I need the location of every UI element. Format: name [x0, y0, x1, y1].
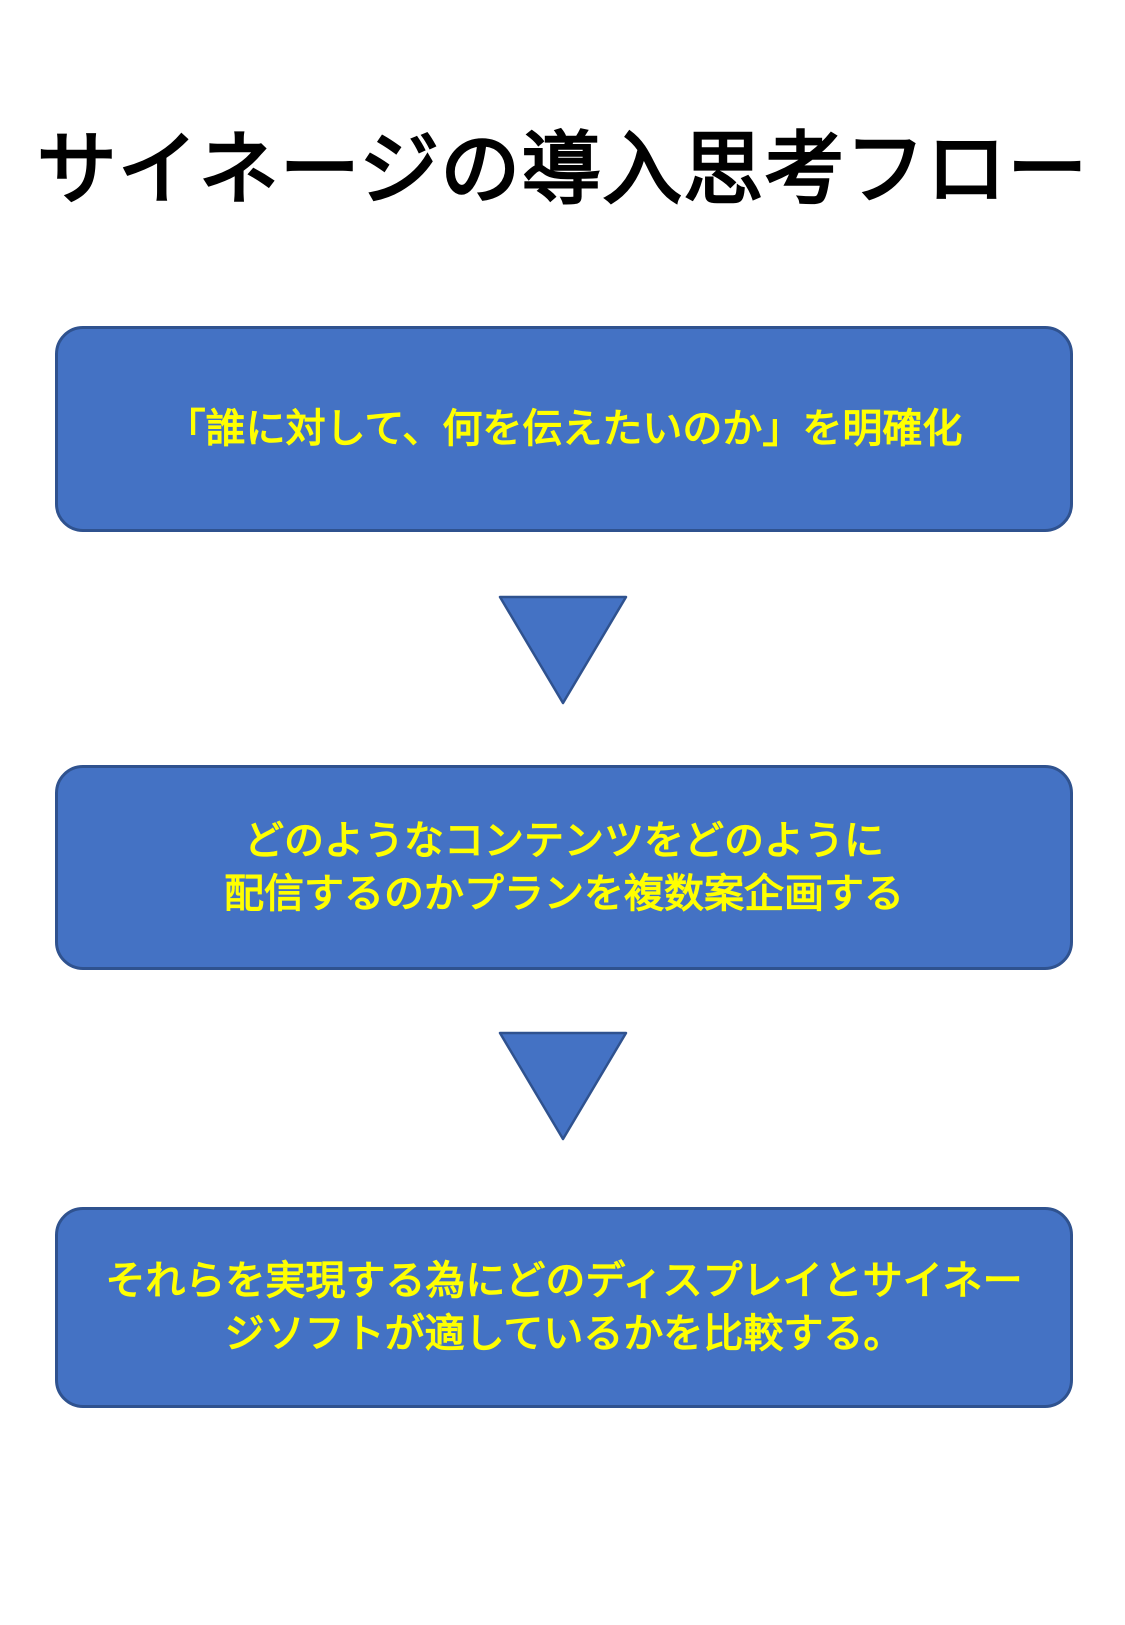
- flow-step-3-box: それらを実現する為にどのディスプレイとサイネー ジソフトが適しているかを比較する…: [55, 1207, 1073, 1408]
- page-title: サイネージの導入思考フロー: [36, 125, 1089, 214]
- flow-step-3-text-line-2: ジソフトが適しているかを比較する。: [224, 1311, 904, 1356]
- flow-step-2-text-line-1: どのようなコンテンツをどのように: [244, 818, 884, 863]
- down-arrow-icon: [498, 1031, 628, 1141]
- down-arrow-icon: [498, 595, 628, 705]
- flow-step-2-box: どのようなコンテンツをどのように 配信するのかプランを複数案企画する: [55, 765, 1073, 970]
- flow-step-1-box: 「誰に対して、何を伝えたいのか」を明確化: [55, 326, 1073, 532]
- flow-step-1-text: 「誰に対して、何を伝えたいのか」を明確化: [165, 406, 963, 451]
- flow-step-2-text-line-2: 配信するのかプランを複数案企画する: [224, 871, 904, 916]
- flow-step-3-text-line-1: それらを実現する為にどのディスプレイとサイネー: [105, 1258, 1023, 1303]
